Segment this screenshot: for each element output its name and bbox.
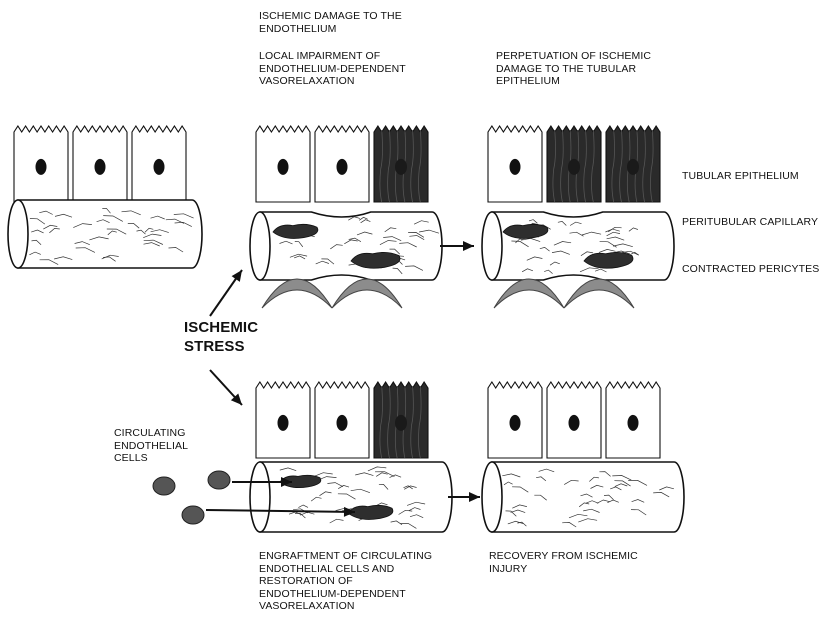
- contracted-pericyte: [332, 279, 402, 308]
- ischemic-stress-label: ISCHEMIC STRESS: [184, 318, 258, 356]
- caption-engraftment: ENGRAFTMENT OF CIRCULATING ENDOTHELIAL C…: [259, 550, 432, 613]
- nucleus: [568, 159, 580, 175]
- nucleus: [337, 415, 348, 431]
- epithelial-cell: [256, 126, 310, 202]
- caption-ischemic-damage: ISCHEMIC DAMAGE TO THE ENDOTHELIUM: [259, 10, 402, 35]
- caption-recovery: RECOVERY FROM ISCHEMIC INJURY: [489, 550, 638, 575]
- circulating-endothelial-cell: [208, 471, 230, 489]
- nucleus: [510, 159, 521, 175]
- legend-tubular-epithelium: TUBULAR EPITHELIUM: [682, 170, 799, 183]
- damaged-epithelial-cell: [374, 126, 428, 202]
- damaged-epithelial-cell: [606, 126, 660, 202]
- contracted-pericyte: [564, 279, 634, 308]
- arrow-to-damage: [210, 270, 242, 316]
- nucleus: [337, 159, 348, 175]
- legend-contracted-pericytes: CONTRACTED PERICYTES: [682, 263, 819, 276]
- circulating-cell-layer: [153, 471, 230, 524]
- pericyte-pair: [494, 279, 634, 308]
- nucleus: [95, 159, 106, 175]
- nucleus: [278, 159, 289, 175]
- nucleus: [627, 159, 639, 175]
- arrow-to-perpetuation: [440, 241, 474, 251]
- capillary-recovered: [482, 462, 684, 532]
- epithelial-cell: [73, 126, 127, 202]
- pericyte-layer: [262, 279, 634, 308]
- epithelial-cell: [547, 382, 601, 458]
- nucleus: [395, 415, 407, 431]
- epithelial-cell: [488, 126, 542, 202]
- nucleus: [510, 415, 521, 431]
- nucleus: [154, 159, 165, 175]
- epithelial-cell: [488, 382, 542, 458]
- peritubular-capillary-layer: [8, 200, 684, 532]
- caption-perpetuation: PERPETUATION OF ISCHEMIC DAMAGE TO THE T…: [496, 50, 651, 88]
- circulating-endothelial-cells-label: CIRCULATING ENDOTHELIAL CELLS: [114, 427, 188, 465]
- epithelial-cell: [14, 126, 68, 202]
- capillary-engrafted: [250, 462, 452, 532]
- contracted-pericyte: [262, 279, 332, 308]
- epithelial-cell: [315, 382, 369, 458]
- damaged-epithelial-cell: [547, 126, 601, 202]
- contracted-pericyte: [494, 279, 564, 308]
- circulating-endothelial-cell: [182, 506, 204, 524]
- capillary-damaged-persistent: [482, 212, 674, 280]
- capillary-lumen-end: [482, 212, 502, 280]
- legend-peritubular-capillary: PERITUBULAR CAPILLARY: [682, 216, 818, 229]
- damaged-epithelial-cell: [374, 382, 428, 458]
- tubular-epithelium-layer: [14, 126, 660, 458]
- arrow-to-recovery: [448, 492, 480, 502]
- capillary-lumen-end: [482, 462, 502, 532]
- arrow-to-engraftment: [210, 370, 242, 405]
- capillary-lumen-end: [8, 200, 28, 268]
- pericyte-pair: [262, 279, 402, 308]
- capillary-lumen-end: [250, 212, 270, 280]
- epithelial-cell: [256, 382, 310, 458]
- capillary-normal: [8, 200, 202, 268]
- epithelial-cell: [315, 126, 369, 202]
- capillary-damaged: [250, 212, 442, 280]
- epithelial-cell: [606, 382, 660, 458]
- nucleus: [278, 415, 289, 431]
- nucleus: [36, 159, 47, 175]
- caption-local-impairment: LOCAL IMPAIRMENT OF ENDOTHELIUM-DEPENDEN…: [259, 50, 406, 88]
- nucleus: [395, 159, 407, 175]
- nucleus: [628, 415, 639, 431]
- nucleus: [569, 415, 580, 431]
- epithelial-cell: [132, 126, 186, 202]
- circulating-endothelial-cell: [153, 477, 175, 495]
- capillary-lumen-end: [250, 462, 270, 532]
